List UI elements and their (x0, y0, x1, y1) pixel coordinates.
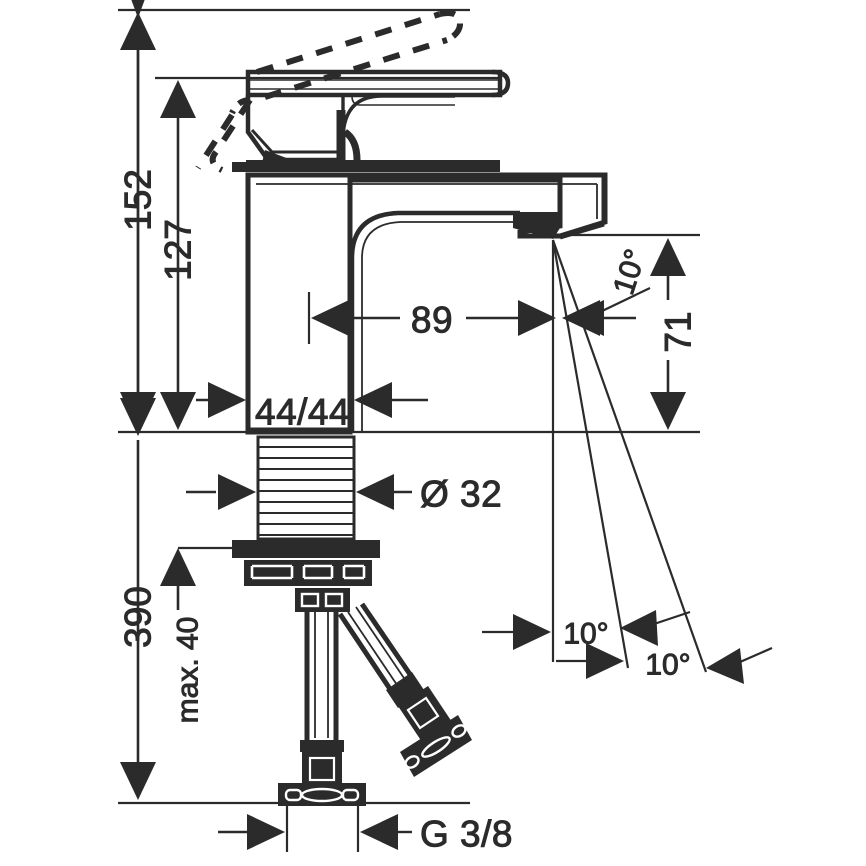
dimension-152-label: 152 (118, 169, 159, 231)
lever-collar (245, 95, 340, 163)
angle-rays (551, 239, 708, 673)
dimension-390-arrows (120, 398, 156, 800)
lever-handle-open-dashed (195, 10, 464, 173)
dimension-g38-label: G 3/8 (420, 814, 513, 855)
angle-right-arrows (586, 643, 744, 684)
hose-angled-nut-detail (406, 696, 440, 730)
lever-body-top-slab (248, 160, 500, 172)
angle-right-label: 10° (645, 649, 690, 682)
dimension-max40-arrows (160, 548, 196, 586)
dimension-d32-arrows (218, 474, 394, 510)
angle-right-leaders (556, 646, 773, 664)
dimension-4444-arrows (208, 382, 392, 418)
dimension-max40-label: max. 40 (172, 617, 205, 724)
dimension-d32-label: Ø 32 (420, 474, 502, 515)
angle-left-arrows (513, 610, 658, 650)
spout-outline (349, 210, 520, 432)
dimension-390-label: 390 (118, 586, 159, 648)
hose-vertical-inner (314, 612, 329, 738)
dimension-127-arrows (160, 80, 196, 430)
fitting-angled-detail (404, 724, 467, 769)
mounting-nut (244, 560, 372, 586)
threaded-shank (256, 435, 356, 541)
fitting-vertical-detail (284, 787, 360, 803)
dimension-g38-ext (285, 806, 360, 852)
faucet-body-outline (245, 172, 607, 432)
mounting-nut-detail (250, 564, 366, 580)
hose-vertical-nut-detail (308, 756, 336, 782)
dimension-4444-label: 44/44 (255, 392, 350, 433)
dimension-71-label: 71 (658, 311, 699, 352)
hose-connector-detail (300, 592, 344, 608)
faucet-body-inner-line (256, 183, 598, 219)
dimension-127-label: 127 (158, 219, 199, 281)
angle-left-leaders (482, 610, 691, 634)
angle-upper-arrows (566, 300, 604, 336)
hose-vertical-ferrule (300, 740, 344, 752)
dimension-89-label: 89 (411, 300, 453, 341)
hose-vertical-nut (302, 752, 342, 785)
dimension-71-arrows (650, 238, 686, 430)
lever-neck (336, 94, 455, 168)
fitting-vertical (278, 783, 366, 806)
hose-vertical (304, 610, 339, 740)
angle-upper-leader (599, 287, 651, 313)
spout-outlet (513, 212, 560, 239)
lever-handle-closed (245, 69, 511, 98)
hose-angled-ferrule (386, 672, 424, 708)
dimension-g38-arrows (247, 814, 398, 850)
